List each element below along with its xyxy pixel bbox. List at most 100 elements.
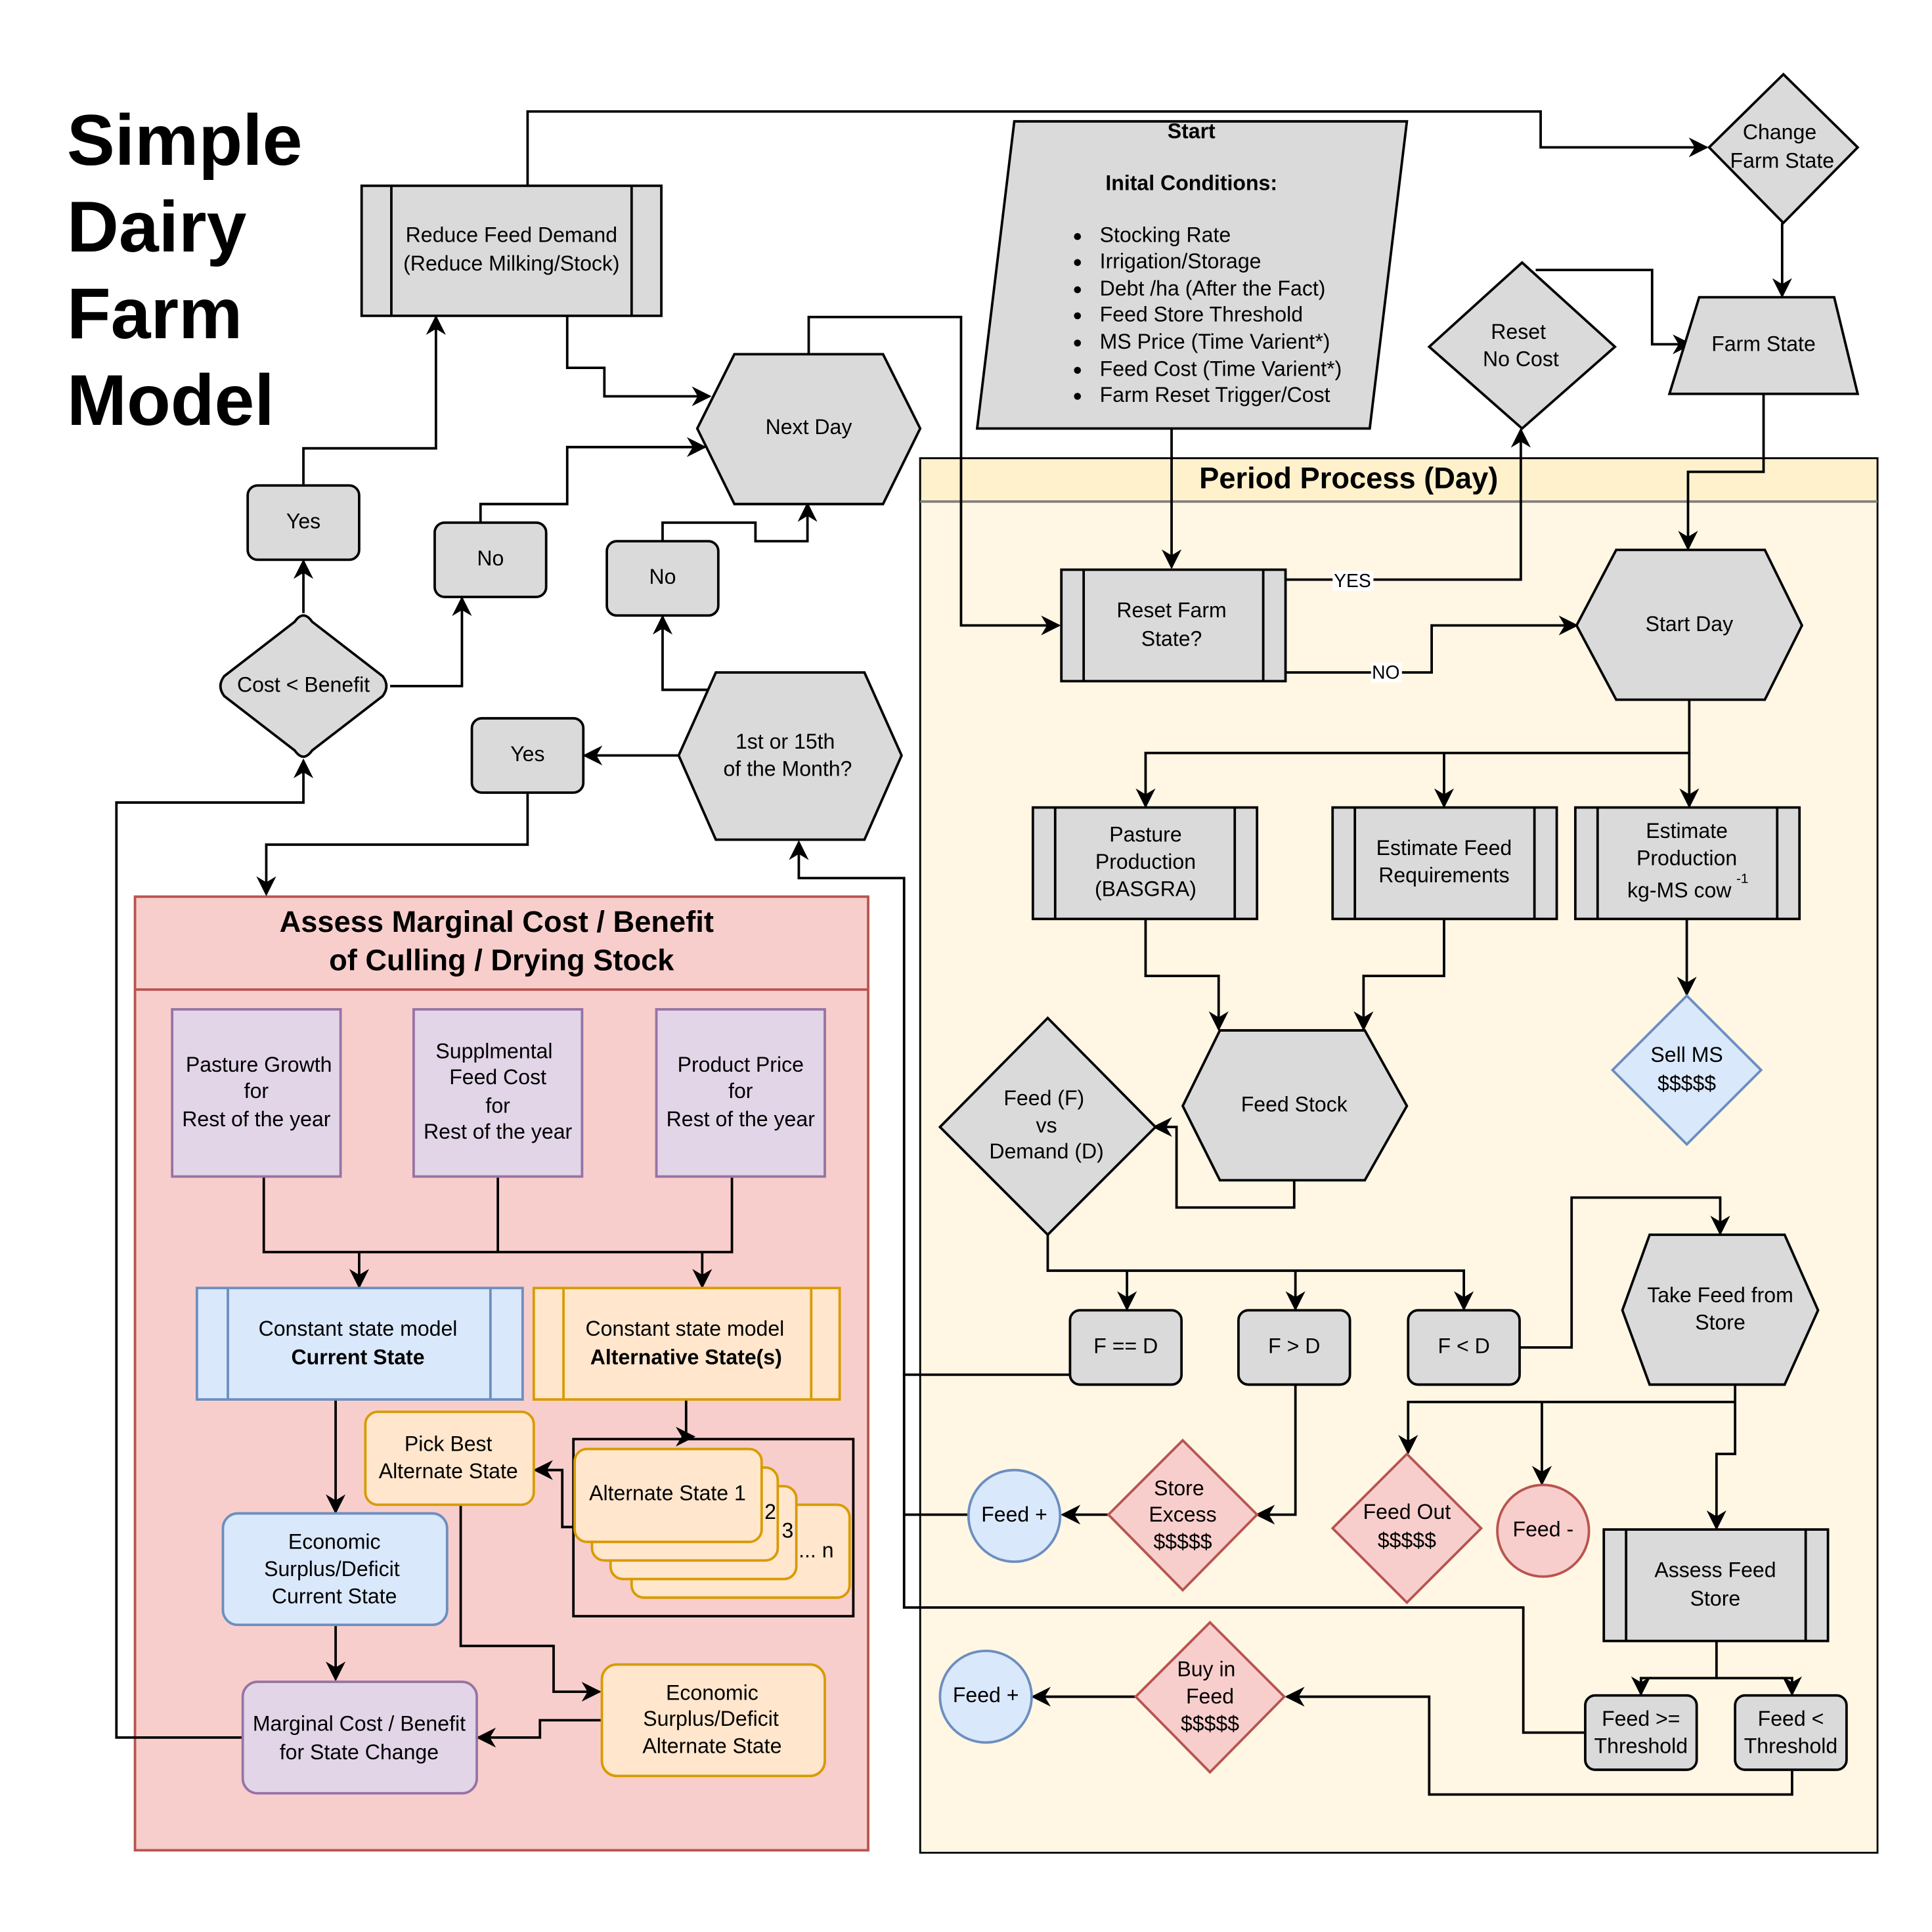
connector-reduce-to-next-day bbox=[565, 315, 712, 406]
store-excess-label-3: $$$$$ bbox=[1153, 1529, 1212, 1553]
constant-state-alternative-node[interactable]: Constant state model Alternative State(s… bbox=[532, 1286, 841, 1401]
assess-feed-store-node[interactable]: Assess Feed Store bbox=[1602, 1528, 1830, 1642]
f-lt-d-node[interactable]: F < D bbox=[1407, 1309, 1521, 1386]
feed-out-label-1: Feed Out bbox=[1363, 1500, 1451, 1524]
feed-out-node[interactable]: Feed Out $$$$$ bbox=[1330, 1452, 1483, 1605]
assess-feed-store-label-2: Store bbox=[1690, 1587, 1741, 1610]
constant-state-current-node[interactable]: Constant state model Current State bbox=[195, 1286, 524, 1401]
start-day-label: Start Day bbox=[1646, 612, 1734, 636]
feed-stock-label: Feed Stock bbox=[1241, 1093, 1348, 1116]
reduce-feed-demand-node[interactable]: Reduce Feed Demand (Reduce Milking/Stock… bbox=[360, 184, 663, 317]
yes-box-top[interactable]: Yes bbox=[246, 484, 361, 561]
title-line-4: Model bbox=[67, 361, 274, 441]
sell-ms-label-1: Sell MS bbox=[1650, 1043, 1723, 1066]
connector-econ-alt-to-marginal bbox=[475, 1719, 601, 1748]
connector-alt-model-to-alt-states bbox=[675, 1399, 696, 1447]
feed-ge-threshold-node[interactable]: Feed >= Threshold bbox=[1584, 1694, 1698, 1771]
month-check-node[interactable]: 1st or 15th of the Month? bbox=[677, 671, 903, 841]
pasture-production-node[interactable]: Pasture Production (BASGRA) bbox=[1031, 806, 1259, 921]
f-lt-d-label: F < D bbox=[1438, 1334, 1490, 1357]
feed-vs-demand-decision[interactable]: Feed (F) vs Demand (D) bbox=[938, 1016, 1158, 1237]
feed-minus-node[interactable]: Feed - bbox=[1496, 1483, 1591, 1578]
connector-f-gt-d-to-store-excess bbox=[1255, 1384, 1297, 1525]
estimate-production-label-2: Production bbox=[1636, 846, 1737, 869]
f-eq-d-label: F == D bbox=[1093, 1334, 1158, 1357]
title-line-2: Dairy bbox=[67, 187, 247, 267]
no-box-left[interactable]: No bbox=[433, 521, 548, 598]
economic-alternate-node[interactable]: Economic Surplus/Deficit Alternate State bbox=[600, 1663, 826, 1778]
const-alt-label-1: Constant state model bbox=[585, 1317, 784, 1340]
alternate-states-group[interactable]: Alternate State 1 2 3 ... n bbox=[572, 1438, 855, 1617]
economic-current-node[interactable]: Economic Surplus/Deficit Current State bbox=[221, 1512, 449, 1627]
connector-no-left-to-next-day bbox=[479, 437, 707, 523]
pasture-production-label-1: Pasture bbox=[1109, 822, 1181, 846]
store-excess-node[interactable]: Store Excess $$$$$ bbox=[1107, 1438, 1259, 1592]
feed-plus-node-1[interactable]: Feed + bbox=[967, 1468, 1062, 1564]
yes-edge-label: YES bbox=[1332, 570, 1374, 591]
supp-feed-label-4: Rest of the year bbox=[424, 1120, 573, 1143]
estimate-production-node[interactable]: Estimate Production kg-MS cow -1 bbox=[1573, 806, 1801, 921]
no-box-right[interactable]: No bbox=[605, 540, 720, 617]
const-current-label-1: Constant state model bbox=[259, 1317, 458, 1340]
cost-benefit-decision[interactable]: Cost < Benefit bbox=[219, 614, 388, 758]
product-price-label-2: for bbox=[728, 1079, 753, 1103]
change-farm-state-node[interactable]: Change Farm State bbox=[1707, 72, 1860, 225]
take-feed-from-store-node[interactable]: Take Feed from Store bbox=[1621, 1233, 1820, 1386]
const-alt-label-2: Alternative State(s) bbox=[590, 1345, 782, 1369]
const-current-label-2: Current State bbox=[292, 1345, 425, 1369]
feed-lt-threshold-node[interactable]: Feed < Threshold bbox=[1734, 1694, 1848, 1771]
connector-assess-to-ge-threshold bbox=[1631, 1640, 1718, 1696]
initial-conditions-list: Stocking Rate Irrigation/Storage Debt /h… bbox=[1074, 223, 1342, 406]
no-right-label: No bbox=[649, 565, 676, 588]
pick-best-label-2: Alternate State bbox=[379, 1459, 518, 1483]
feed-plus-node-2[interactable]: Feed + bbox=[938, 1650, 1033, 1744]
start-heading: Start bbox=[1168, 119, 1216, 143]
pick-best-alternate-node[interactable]: Pick Best Alternate State bbox=[364, 1411, 535, 1506]
estimate-production-label-3: kg-MS cow bbox=[1627, 878, 1732, 902]
connectors bbox=[115, 110, 1802, 1796]
supplemental-feed-cost-node[interactable]: Supplmental Feed Cost for Rest of the ye… bbox=[412, 1008, 584, 1178]
feed-stock-node[interactable]: Feed Stock bbox=[1181, 1029, 1409, 1182]
alternate-state-1-label: Alternate State 1 bbox=[589, 1482, 746, 1505]
reduce-feed-label-1: Reduce Feed Demand bbox=[406, 223, 617, 247]
month-check-label-2: of the Month? bbox=[723, 757, 852, 780]
next-day-node[interactable]: Next Day bbox=[695, 353, 922, 506]
assess-lane-title-2: of Culling / Drying Stock bbox=[329, 943, 674, 977]
estimate-feed-requirements-node[interactable]: Estimate Feed Requirements bbox=[1331, 806, 1558, 921]
connector-feed-req-to-feed-stock bbox=[1353, 919, 1445, 1032]
no-edge-label: NO bbox=[1371, 661, 1402, 682]
reset-no-cost-label-1: Reset bbox=[1491, 320, 1546, 343]
alternate-state-1-card[interactable] bbox=[573, 1447, 763, 1543]
supp-feed-label-1: Supplmental bbox=[435, 1039, 552, 1063]
connector-pick-best-to-econ-alt bbox=[459, 1504, 602, 1702]
connector-take-feed-to-assess-store bbox=[1706, 1401, 1737, 1531]
store-excess-label-1: Store bbox=[1154, 1476, 1204, 1500]
connector-reduce-to-change-state bbox=[526, 110, 1709, 186]
buy-in-feed-node[interactable]: Buy in Feed $$$$$ bbox=[1133, 1620, 1286, 1774]
farm-state-node[interactable]: Farm State bbox=[1667, 296, 1860, 395]
econ-alt-label-2: Surplus/Deficit bbox=[643, 1707, 779, 1730]
buy-in-feed-label-2: Feed bbox=[1186, 1684, 1234, 1708]
reset-farm-state-node[interactable]: Reset Farm State? bbox=[1060, 568, 1287, 683]
alternate-state-2-label: 2 bbox=[764, 1500, 776, 1524]
sell-ms-node[interactable]: Sell MS $$$$$ bbox=[1610, 994, 1763, 1147]
yes-box-month[interactable]: Yes bbox=[470, 716, 585, 794]
cost-benefit-label: Cost < Benefit bbox=[237, 672, 370, 696]
pasture-growth-node[interactable]: Pasture Growth for Rest of the year bbox=[171, 1008, 342, 1178]
reset-no-cost-node[interactable]: Reset No Cost bbox=[1427, 261, 1617, 431]
assess-feed-store-label-1: Assess Feed bbox=[1654, 1558, 1776, 1582]
connector-start-day-to-pasture bbox=[1135, 699, 1691, 808]
start-initial-conditions-node[interactable]: Start Inital Conditions: Stocking Rate I… bbox=[975, 119, 1409, 430]
connector-pasture-to-feed-stock bbox=[1144, 919, 1229, 1032]
f-gt-d-node[interactable]: F > D bbox=[1237, 1309, 1351, 1386]
start-day-node[interactable]: Start Day bbox=[1575, 548, 1804, 701]
f-eq-d-node[interactable]: F == D bbox=[1068, 1309, 1183, 1386]
product-price-node[interactable]: Product Price for Rest of the year bbox=[655, 1008, 826, 1178]
connector-cost-benefit-to-no bbox=[390, 596, 472, 688]
marginal-cost-benefit-node[interactable]: Marginal Cost / Benefit for State Change bbox=[241, 1680, 478, 1795]
feed-vs-demand-label-3: Demand (D) bbox=[989, 1139, 1104, 1163]
supp-feed-label-2: Feed Cost bbox=[449, 1065, 546, 1089]
condition-item: Debt /ha (After the Fact) bbox=[1100, 276, 1326, 300]
connector-next-day-to-reset bbox=[807, 315, 1061, 636]
